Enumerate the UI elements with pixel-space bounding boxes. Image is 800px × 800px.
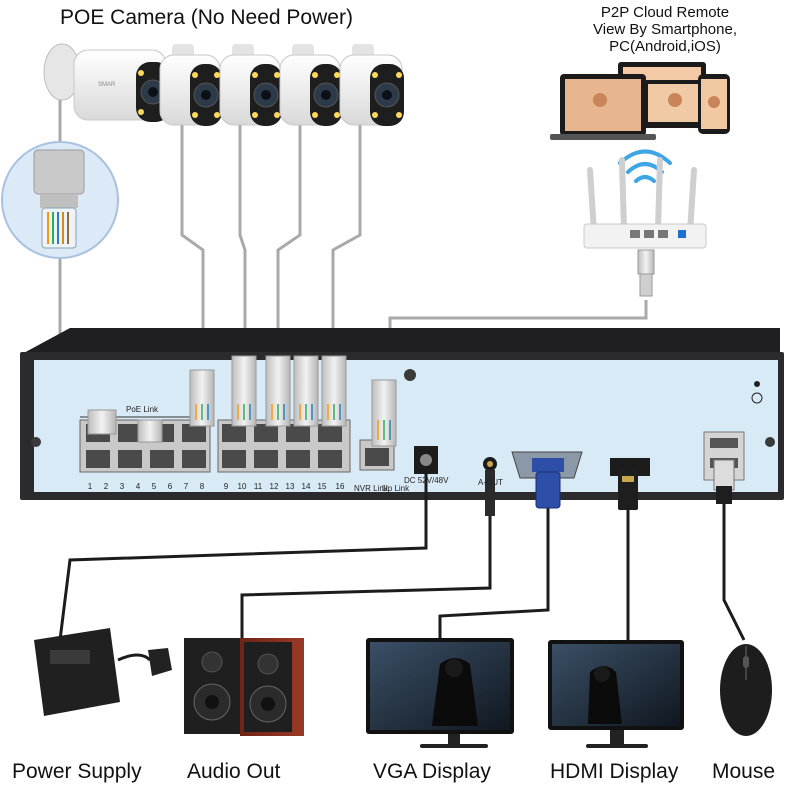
poe-cameras: SMAR — [43, 43, 404, 126]
port-number: 8 — [199, 482, 205, 491]
port-number: 11 — [253, 482, 263, 491]
dc-power-label: DC 52V/48V — [404, 476, 449, 485]
port-number: 2 — [103, 482, 109, 491]
vga-display-label: VGA Display — [373, 760, 491, 783]
audio-out-port-label: A-OUT — [478, 478, 503, 487]
router — [583, 157, 707, 249]
speakers — [184, 638, 304, 736]
remote-line-3: PC(Android,iOS) — [609, 38, 721, 55]
port-number: 10 — [237, 482, 247, 491]
audio-out-label: Audio Out — [187, 760, 281, 783]
power-supply-label: Power Supply — [12, 760, 142, 783]
port-number: 15 — [317, 482, 327, 491]
mouse-label: Mouse — [712, 760, 776, 783]
camera-2 — [159, 44, 222, 126]
port-number: 9 — [223, 482, 229, 491]
camera-3 — [219, 44, 282, 126]
port-number: 6 — [167, 482, 173, 491]
hdmi-plug — [618, 470, 638, 510]
audio-plug — [485, 470, 495, 516]
hdmi-display-label: HDMI Display — [550, 760, 679, 783]
peripheral-cables — [58, 472, 746, 641]
port-number: 7 — [183, 482, 189, 491]
up-link-label: Up Link — [382, 484, 410, 493]
port-number: 4 — [135, 482, 141, 491]
port-number: 5 — [151, 482, 157, 491]
router-uplink-plug — [637, 249, 655, 297]
port-number: 16 — [335, 482, 345, 491]
poe-link-label: PoE Link — [126, 405, 159, 414]
connector-zoom-circle — [1, 141, 119, 259]
camera-1: SMAR — [43, 43, 170, 122]
poe-ports — [79, 419, 395, 473]
remote-line-2: View By Smartphone, — [593, 21, 737, 38]
vga-plug — [535, 471, 561, 509]
remote-devices — [550, 62, 730, 140]
port-number: 13 — [285, 482, 295, 491]
nvr-recorder — [20, 328, 784, 500]
poe-camera-title: POE Camera (No Need Power) — [60, 6, 353, 29]
hdmi-monitor — [548, 640, 684, 748]
nvr-link-label: NVR Link — [354, 484, 388, 493]
power-adapter — [34, 628, 172, 716]
camera-brand-label: SMAR — [98, 82, 116, 88]
port-number: 3 — [119, 482, 125, 491]
port-number: 12 — [269, 482, 279, 491]
port-number: 14 — [301, 482, 311, 491]
vga-monitor — [366, 638, 514, 748]
usb-plug — [713, 459, 735, 504]
ethernet-plugs — [87, 355, 397, 447]
camera-4 — [279, 44, 342, 126]
remote-line-1: P2P Cloud Remote — [600, 4, 730, 21]
camera-5 — [339, 44, 404, 126]
remote-view-caption: P2P Cloud Remote View By Smartphone, PC(… — [560, 4, 770, 55]
port-number: 1 — [87, 482, 93, 491]
nvr-io-ports — [414, 431, 745, 481]
mouse-device — [720, 644, 772, 736]
